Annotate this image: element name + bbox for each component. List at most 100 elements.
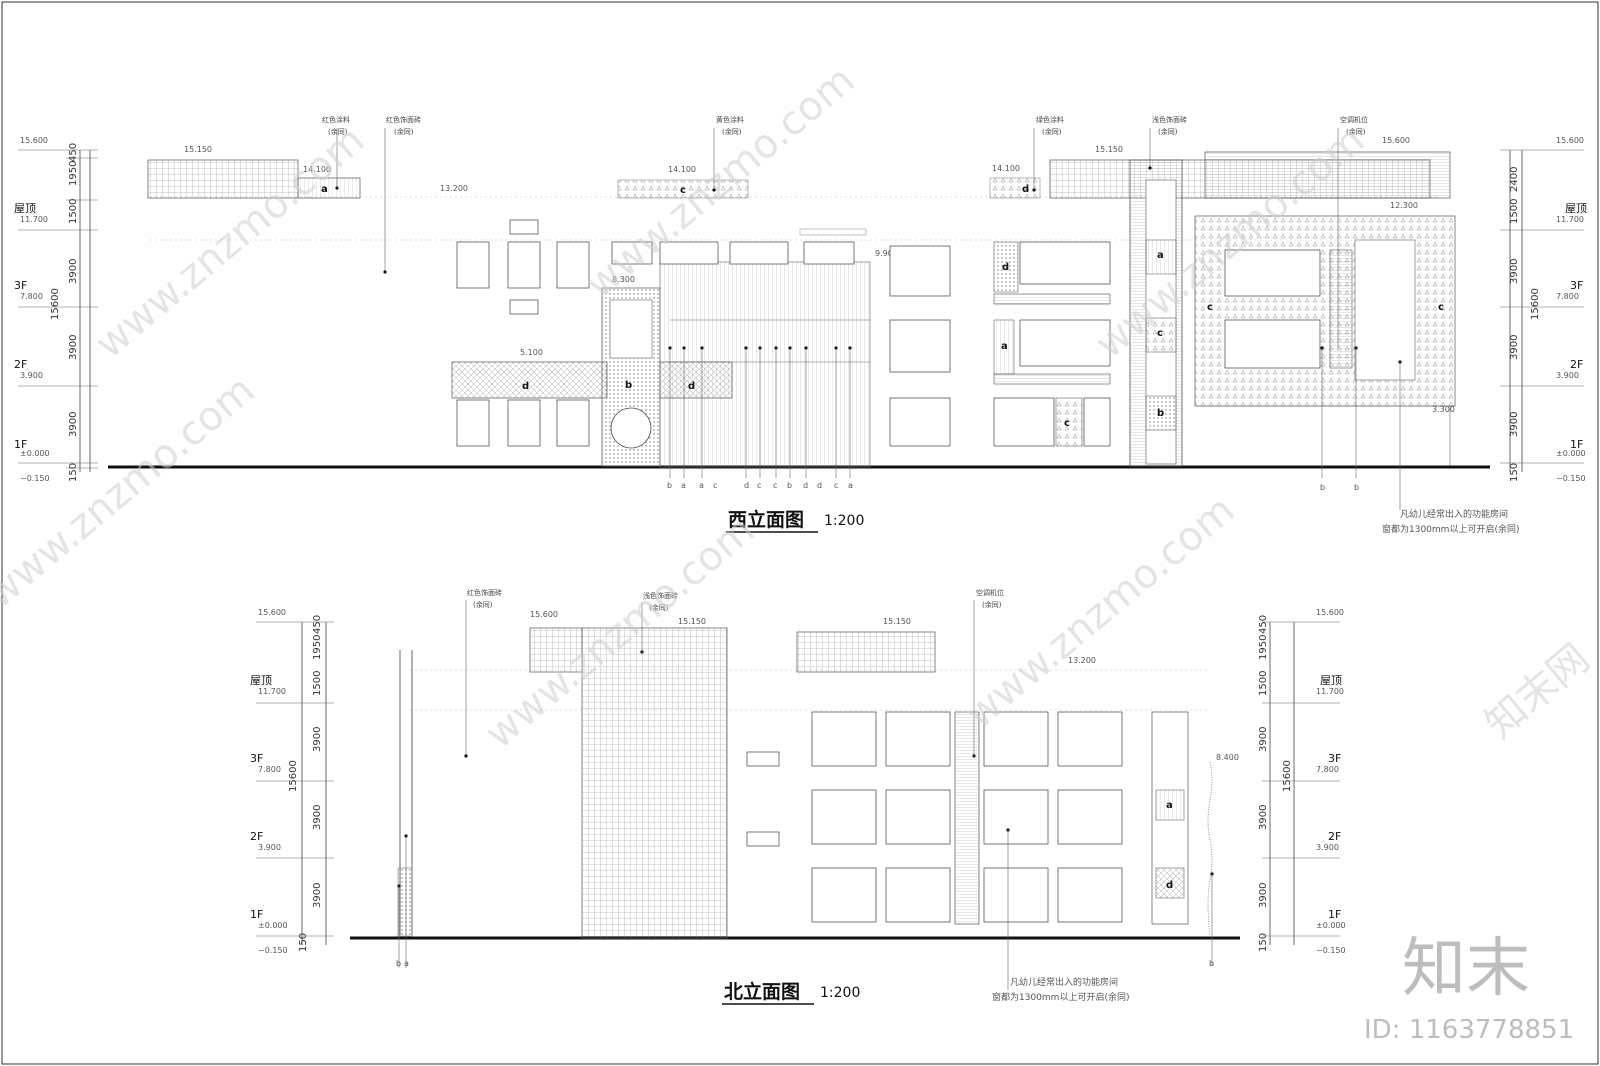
north-bottom-mark: b [396,959,401,968]
north-callout-text: 空调机位 [976,588,1004,597]
west-callout-text: 浅色饰面砖 [1152,115,1187,124]
west-inner-elev: 15.150 [1095,145,1123,154]
north-right-level-roof: 屋顶 [1320,674,1342,687]
north-left-dim: 150 [298,933,309,952]
west-right-block: c c 12.300 3.300 [1194,201,1456,510]
west-material-c: c [680,185,686,196]
west-bottom-mark: a [848,481,853,490]
north-left-level-3f: 3F [250,752,263,765]
west-right-dims: 2400 1500 3900 3900 3900 150 15600 [1509,167,1541,482]
window [889,245,951,297]
west-left-wing: d 5.100 [451,219,608,447]
west-right-dim: 150 [1509,463,1520,482]
west-roof-railing-left [147,159,299,199]
west-callout-sub: (余同) [328,127,348,136]
west-left-dim: 150 [68,463,79,482]
west-material-a: a [1001,341,1008,352]
west-right-dim: 3900 [1509,259,1520,284]
window [811,711,877,767]
window [1224,249,1321,297]
north-right-level-1f: 1F [1328,908,1341,921]
west-left-dim: 1500 [68,199,79,224]
north-right-elev-top: 15.600 [1316,608,1344,617]
west-left-level-rail: 15.600 屋顶 11.700 3F 7.800 2F 3.900 1F ±0… [14,136,98,483]
north-right-level-3f: 3F [1328,752,1341,765]
west-left-dim: 450 [68,143,79,162]
west-window-column [889,245,951,447]
north-right-elev-roof: 11.700 [1316,687,1344,696]
window [456,399,490,447]
west-material-a: a [1157,250,1164,261]
north-right-dim: 3900 [1258,805,1269,830]
north-right-dim: 450 [1258,615,1269,634]
window [889,397,951,447]
west-material-b: b [1157,408,1164,419]
west-bottom-mark: a [681,481,686,490]
west-inner-elev: 15.150 [184,145,212,154]
west-material-c: c [1207,302,1213,313]
west-central-hall: d 9.900 [611,228,898,478]
north-left-level-2f: 2F [250,830,263,843]
west-material-c: c [1157,328,1163,339]
west-right-level-3f: 3F [1570,279,1583,292]
west-material-d: d [688,381,695,392]
north-right-elev-ground: −0.150 [1316,946,1346,955]
north-right-total: 15600 [1282,760,1293,792]
west-roof-strip-c [617,179,749,199]
window [507,399,541,447]
west-inner-elev: 5.100 [520,348,543,357]
north-inner-elev: 8.400 [1216,753,1239,762]
north-callout-sub: (余同) [473,600,493,609]
west-material-b: b [625,380,632,391]
west-inner-elev: 14.100 [303,165,331,174]
north-callout-text: 浅色饰面砖 [643,591,678,600]
west-callout-text: 空调机位 [1340,115,1368,124]
west-callout-sub: (余同) [1042,127,1062,136]
window [885,711,951,767]
west-right-level-rail: 15.600 屋顶 11.700 3F 7.800 2F 3.900 1F ±0… [1500,136,1587,483]
window [993,397,1055,447]
north-footnote-1: 凡幼儿经常出入的功能房间 [1010,976,1118,988]
west-inner-elev: 3.300 [1432,405,1455,414]
north-bottom-mark: a [404,959,409,968]
north-left-dim: 450 [312,615,323,634]
watermark-brand-cn: 知末网 [1477,635,1598,747]
west-bottom-mark: d [817,481,822,490]
north-roof-railing-left [529,627,583,673]
north-left-level-1f: 1F [250,908,263,921]
north-left-elev-3f: 7.800 [258,765,281,774]
west-footnote-2: 窗都为1300mm以上可开启(余同) [1382,523,1519,535]
west-tower: a c b [1129,159,1183,467]
north-left-column: b a [396,650,413,968]
north-left-elev-top: 15.600 [258,608,286,617]
window [885,867,951,923]
west-bottom-mark: c [713,481,717,490]
west-right-section: d a c [993,241,1111,447]
west-right-elev-3f: 7.800 [1556,292,1579,301]
north-material-d: d [1166,880,1173,891]
north-right-level-rail: 15.600 屋顶 11.700 3F 7.800 2F 3.900 1F ±0… [1258,608,1346,955]
north-footnote-2: 窗都为1300mm以上可开启(余同) [992,991,1129,1003]
window [611,241,653,265]
window [509,299,539,315]
west-right-dim: 2400 [1509,167,1520,192]
west-footnote-1: 凡幼儿经常出入的功能房间 [1400,508,1508,520]
west-inner-elev: 9.900 [875,249,898,258]
brand-id: ID: 1163778851 [1364,1015,1574,1045]
west-material-a: a [321,184,328,195]
west-callout-sub: (余同) [1346,127,1366,136]
west-title: 西立面图 [728,508,804,531]
north-callout-text: 红色饰面砖 [467,588,502,597]
west-callout-sub: (余同) [722,127,742,136]
north-window-grid [811,711,1123,923]
west-bottom-mark: d [803,481,808,490]
north-inner-elev: 13.200 [1068,656,1096,665]
north-callout-sub: (余同) [649,603,669,612]
north-bottom-mark: b [1209,959,1214,968]
west-bottom-mark: c [773,481,777,490]
west-bottom-mark: c [757,481,761,490]
west-stair-core: b 8.300 [601,275,661,467]
north-right-tower: a d [1151,711,1189,925]
north-left-dim: 1950 [312,635,323,660]
